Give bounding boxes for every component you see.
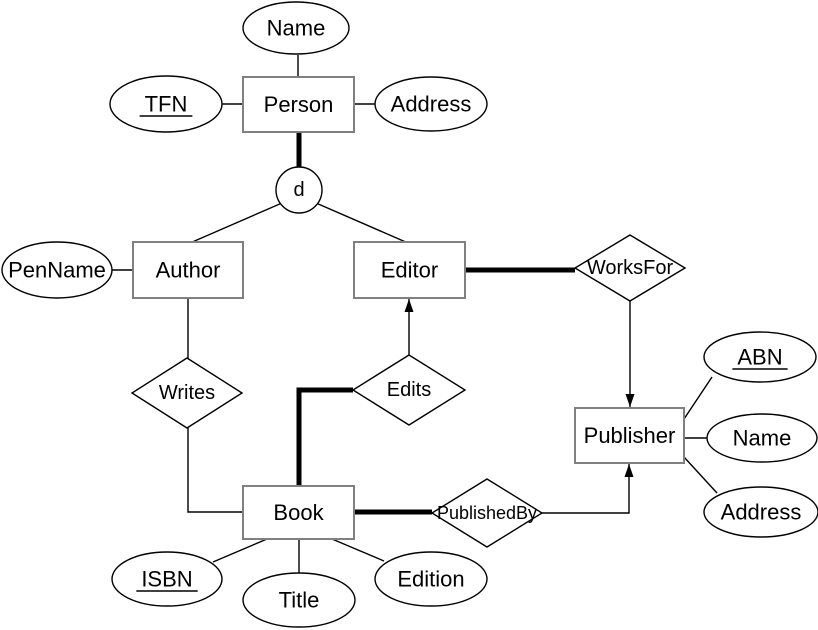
entity-book	[242, 485, 355, 540]
connector-writes-book	[187, 428, 243, 513]
attribute-publisher-name-label: Name	[733, 426, 792, 451]
entity-publisher-label: Publisher	[584, 423, 676, 448]
specialization-d-circle	[275, 166, 323, 214]
connector-edits-book	[296, 387, 353, 486]
attribute-publisher-abn-label: ABN	[737, 345, 782, 370]
entity-author-label: Author	[156, 258, 221, 283]
entity-editor-label: Editor	[381, 258, 438, 283]
relationship-worksfor	[573, 234, 687, 302]
attribute-person-tfn	[109, 75, 223, 133]
relationship-edits	[351, 354, 467, 426]
relationship-edits-label: Edits	[387, 379, 431, 401]
attribute-book-title	[242, 572, 356, 628]
connector-publishedby-publisher	[542, 464, 634, 514]
connector-layer	[112, 55, 718, 573]
attribute-person-name-label: Name	[267, 16, 326, 41]
entity-person-label: Person	[264, 92, 334, 117]
attribute-publisher-abn	[703, 331, 817, 383]
relationship-writes-label: Writes	[159, 382, 215, 404]
attribute-book-edition-label: Edition	[397, 567, 464, 592]
connector-publisher-abn	[683, 376, 713, 420]
attribute-person-address	[374, 76, 488, 132]
entity-person	[242, 76, 355, 133]
attribute-person-name	[242, 1, 350, 55]
specialization-d-circle-label: d	[293, 179, 304, 201]
attribute-book-edition	[374, 551, 488, 607]
attribute-author-penname	[1, 241, 113, 299]
relationship-publishedby	[430, 478, 544, 548]
attribute-book-isbn	[111, 551, 223, 607]
connector-d-author	[189, 202, 283, 244]
attribute-author-penname-label: PenName	[8, 258, 106, 283]
attribute-publisher-address-label: Address	[721, 500, 802, 525]
connector-publisher-address	[683, 456, 718, 494]
relationship-publishedby-label: PublishedBy	[437, 503, 537, 523]
connector-book-isbn	[212, 538, 268, 563]
entity-book-label: Book	[273, 500, 324, 525]
attribute-publisher-address	[703, 486, 818, 538]
relationship-writes	[130, 357, 244, 429]
attribute-book-title-label: Title	[279, 588, 320, 613]
attribute-person-tfn-label: TFN	[145, 92, 188, 117]
attribute-person-address-label: Address	[391, 92, 472, 117]
entity-publisher	[574, 407, 685, 464]
entity-editor	[353, 241, 466, 299]
connector-book-edition	[331, 538, 385, 562]
relationship-worksfor-label: WorksFor	[587, 257, 674, 279]
attribute-publisher-name	[706, 413, 818, 463]
entity-author	[132, 241, 244, 299]
connector-d-editor	[315, 202, 409, 244]
attribute-book-isbn-label: ISBN	[141, 567, 192, 592]
